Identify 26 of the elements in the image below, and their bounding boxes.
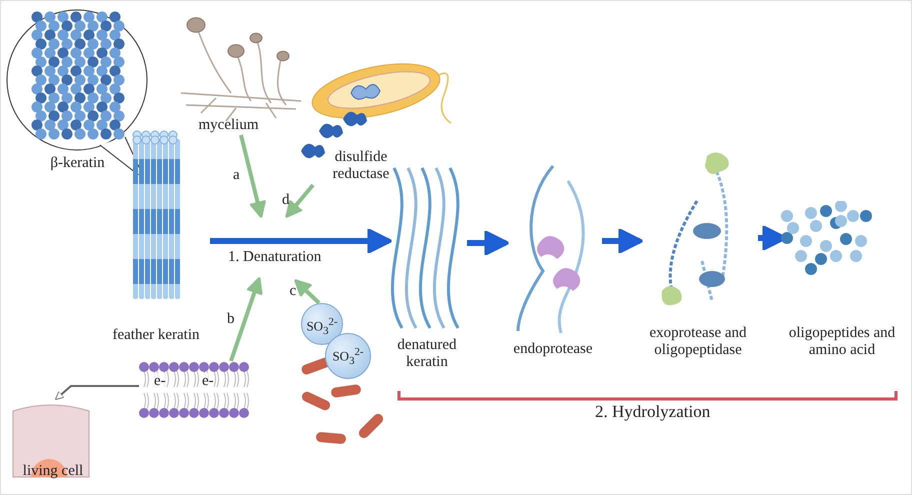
arrow <box>294 279 320 304</box>
node-label: oligopeptides and amino acid <box>788 325 896 359</box>
node-label: feather keratin <box>111 327 201 344</box>
arrow <box>229 276 263 362</box>
edge-label: c <box>288 283 298 300</box>
node-label: mycelium <box>198 117 260 134</box>
edge-label: b <box>226 311 236 328</box>
sulfite-ball <box>301 303 343 345</box>
node-label: β-keratin <box>49 155 106 172</box>
electron-label: e- <box>154 373 166 390</box>
electron-label: e- <box>202 373 214 390</box>
arrow <box>239 134 266 218</box>
node-label: disulfide reductase <box>332 149 390 183</box>
arrow <box>467 230 510 256</box>
node-label: denatured keratin <box>396 337 458 371</box>
node-label: endoprotease <box>512 341 594 358</box>
leader-arrow <box>55 385 139 400</box>
edge-label: d <box>281 192 290 208</box>
stage-label: 2. Hydrolyzation <box>593 403 712 420</box>
arrow <box>602 228 644 254</box>
edge-label: a <box>232 166 241 184</box>
arrow <box>210 228 393 254</box>
arrow <box>285 184 315 218</box>
node-label: living cell <box>22 463 84 480</box>
node-label: exoprotease and oligopeptidase <box>648 325 748 359</box>
sulfite-ball <box>325 333 371 379</box>
